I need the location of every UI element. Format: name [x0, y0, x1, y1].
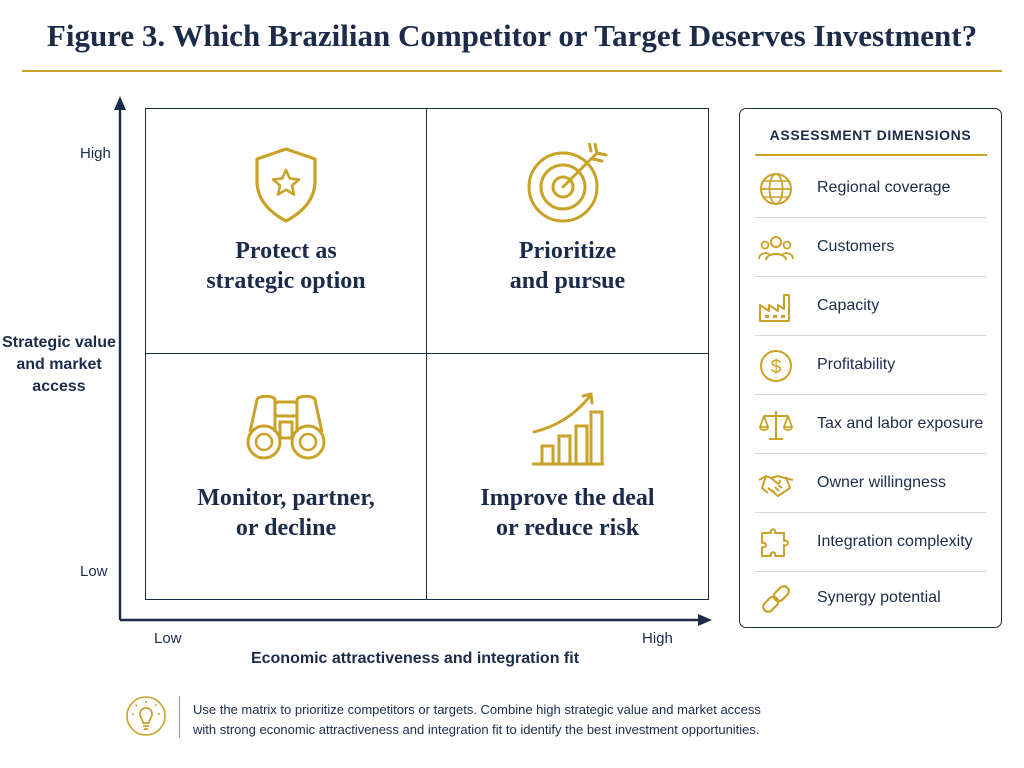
- priority-matrix: Protect as strategic option Prioritize a…: [145, 108, 709, 600]
- note-separator: [179, 696, 180, 738]
- dimension-item: Capacity: [755, 277, 987, 336]
- dimension-item: Customers: [755, 218, 987, 277]
- svg-text:$: $: [771, 357, 782, 378]
- divider: [755, 453, 987, 454]
- dimension-item: Tax and labor exposure: [755, 395, 987, 454]
- quadrant-prioritize: Prioritize and pursue: [427, 109, 708, 354]
- quadrant-prioritize-label: Prioritize and pursue: [509, 238, 626, 294]
- x-axis-arrowhead: [698, 614, 712, 626]
- link-icon: [762, 585, 790, 613]
- divider: [755, 335, 987, 336]
- dimension-label: Owner willingness: [817, 474, 946, 491]
- guidance-note: Use the matrix to prioritize competitors…: [193, 702, 761, 737]
- divider: [755, 571, 987, 572]
- lightbulb-icon: [126, 696, 166, 736]
- divider: [755, 276, 987, 277]
- divider: [755, 394, 987, 395]
- binoculars-icon: [246, 394, 326, 460]
- panel-title: ASSESSMENT DIMENSIONS: [769, 127, 972, 143]
- puzzle-icon: [761, 528, 789, 557]
- quadrant-monitor-label: Monitor, partner, or decline: [197, 485, 375, 541]
- quadrant-protect-label: Protect as strategic option: [206, 238, 366, 294]
- globe-icon: [760, 173, 792, 205]
- quadrant-improve: Improve the deal or reduce risk: [427, 354, 708, 599]
- quadrant-protect: Protect as strategic option: [146, 109, 427, 354]
- dimension-label: Profitability: [817, 356, 896, 373]
- x-axis-title: Economic attractiveness and integration …: [250, 650, 580, 667]
- dimension-label: Capacity: [817, 297, 880, 314]
- factory-icon: [759, 294, 790, 322]
- panel-title-underline: [755, 154, 987, 156]
- scales-icon: [759, 411, 793, 440]
- y-axis-title: Strategic value and market access: [2, 334, 116, 395]
- y-axis-low-label: Low: [80, 563, 108, 580]
- dimension-label: Customers: [817, 238, 895, 255]
- dimension-label: Synergy potential: [817, 589, 941, 606]
- handshake-icon: [758, 475, 794, 497]
- dimension-label: Tax and labor exposure: [817, 415, 984, 432]
- divider: [755, 512, 987, 513]
- assessment-dimensions-panel: ASSESSMENT DIMENSIONS Regional coverage …: [739, 108, 1002, 628]
- y-axis-high-label: High: [80, 145, 111, 162]
- quadrant-improve-label: Improve the deal or reduce risk: [480, 485, 655, 541]
- growth-chart-icon: [531, 392, 604, 466]
- dimension-item: $ Profitability: [755, 336, 987, 395]
- divider: [755, 217, 987, 218]
- dimension-item: Synergy potential: [755, 569, 987, 628]
- people-icon: [758, 236, 794, 261]
- y-axis-arrowhead: [114, 96, 126, 110]
- dimension-label: Regional coverage: [817, 179, 951, 196]
- quadrant-monitor: Monitor, partner, or decline: [146, 354, 427, 599]
- dimension-item: Regional coverage: [755, 159, 987, 218]
- figure-title: Figure 3. Which Brazilian Competitor or …: [46, 18, 978, 53]
- dollar-icon: $: [760, 350, 792, 382]
- dimension-label: Integration complexity: [817, 533, 973, 550]
- target-arrow-icon: [527, 143, 607, 223]
- dimension-item: Owner willingness: [755, 454, 987, 513]
- shield-star-icon: [255, 147, 317, 223]
- title-underline: [22, 70, 1002, 72]
- dimension-item: Integration complexity: [755, 513, 987, 572]
- x-axis-low-label: Low: [154, 630, 182, 647]
- x-axis-high-label: High: [642, 630, 673, 647]
